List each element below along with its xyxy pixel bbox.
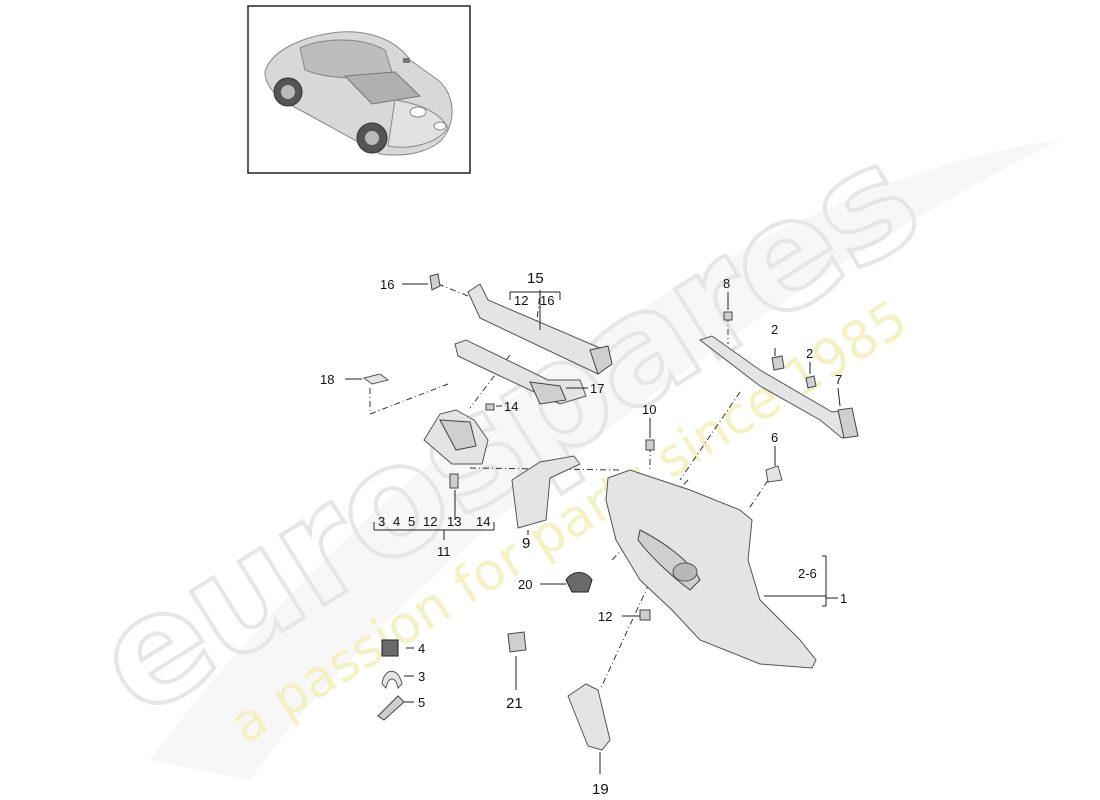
callout-6: 6: [771, 430, 778, 445]
part-3-clip: [381, 670, 403, 690]
part-9-trim: [511, 455, 581, 529]
group11-item-4: 4: [393, 514, 400, 529]
group11-item-3: 3: [378, 514, 385, 529]
callout-3: 3: [418, 669, 425, 684]
callout-19: 19: [592, 781, 609, 798]
vehicle-thumbnail: [247, 5, 471, 174]
group11-item-14: 14: [476, 514, 490, 529]
part-20-cover: [565, 572, 593, 593]
callout-7: 7: [835, 372, 842, 387]
callout-16: 16: [380, 277, 394, 292]
group11-item-12: 12: [423, 514, 437, 529]
part-6-clip: [765, 465, 783, 483]
watermark-brand: eurospares: [67, 111, 947, 751]
part-21-cap: [507, 631, 527, 653]
part-10-bolt: [645, 439, 655, 451]
watermark: eurospares a passion for parts since 198…: [65, 109, 1060, 780]
leader-lines: [345, 283, 841, 774]
callout-8: 8: [723, 276, 730, 291]
group11-item-13: 13: [447, 514, 461, 529]
part-19-plate: [567, 683, 611, 751]
callout-4: 4: [418, 641, 425, 656]
callout-9: 9: [522, 535, 530, 552]
part-18-pad: [362, 373, 390, 385]
callout-2a: 2: [771, 322, 778, 337]
callout-12: 12: [598, 609, 612, 624]
callout-range-2-6: 2-6: [798, 566, 817, 581]
callout-17: 17: [590, 381, 604, 396]
callout-18: 18: [320, 372, 334, 387]
group11-item-5: 5: [408, 514, 415, 529]
part-14-screw: [485, 403, 495, 411]
part-8-bolt: [723, 311, 733, 321]
part-2-clip-a: [771, 355, 785, 371]
parts: [362, 273, 859, 751]
callout-20: 20: [518, 577, 532, 592]
callout-2b: 2: [806, 346, 813, 361]
part-16-clip: [429, 273, 441, 291]
callout-10: 10: [642, 402, 656, 417]
car-illustration: [264, 31, 453, 156]
callout-21: 21: [506, 695, 523, 712]
callout-15: 15: [527, 270, 544, 287]
callouts: 16 15 12 16 18 14 17 10 8 2 2 7 6 3 4 5 …: [320, 270, 847, 798]
group15-item-16: 16: [540, 293, 554, 308]
group15-item-12: 12: [514, 293, 528, 308]
part-2-clip-b: [805, 375, 817, 389]
part-4-nut: [381, 639, 399, 657]
callout-5: 5: [418, 695, 425, 710]
part-1-side-panel: [605, 469, 817, 669]
callout-11: 11: [437, 544, 451, 559]
part-5-screw: [377, 695, 405, 721]
callout-1: 1: [840, 591, 847, 606]
part-12-screw: [639, 609, 651, 621]
callout-14: 14: [504, 399, 518, 414]
